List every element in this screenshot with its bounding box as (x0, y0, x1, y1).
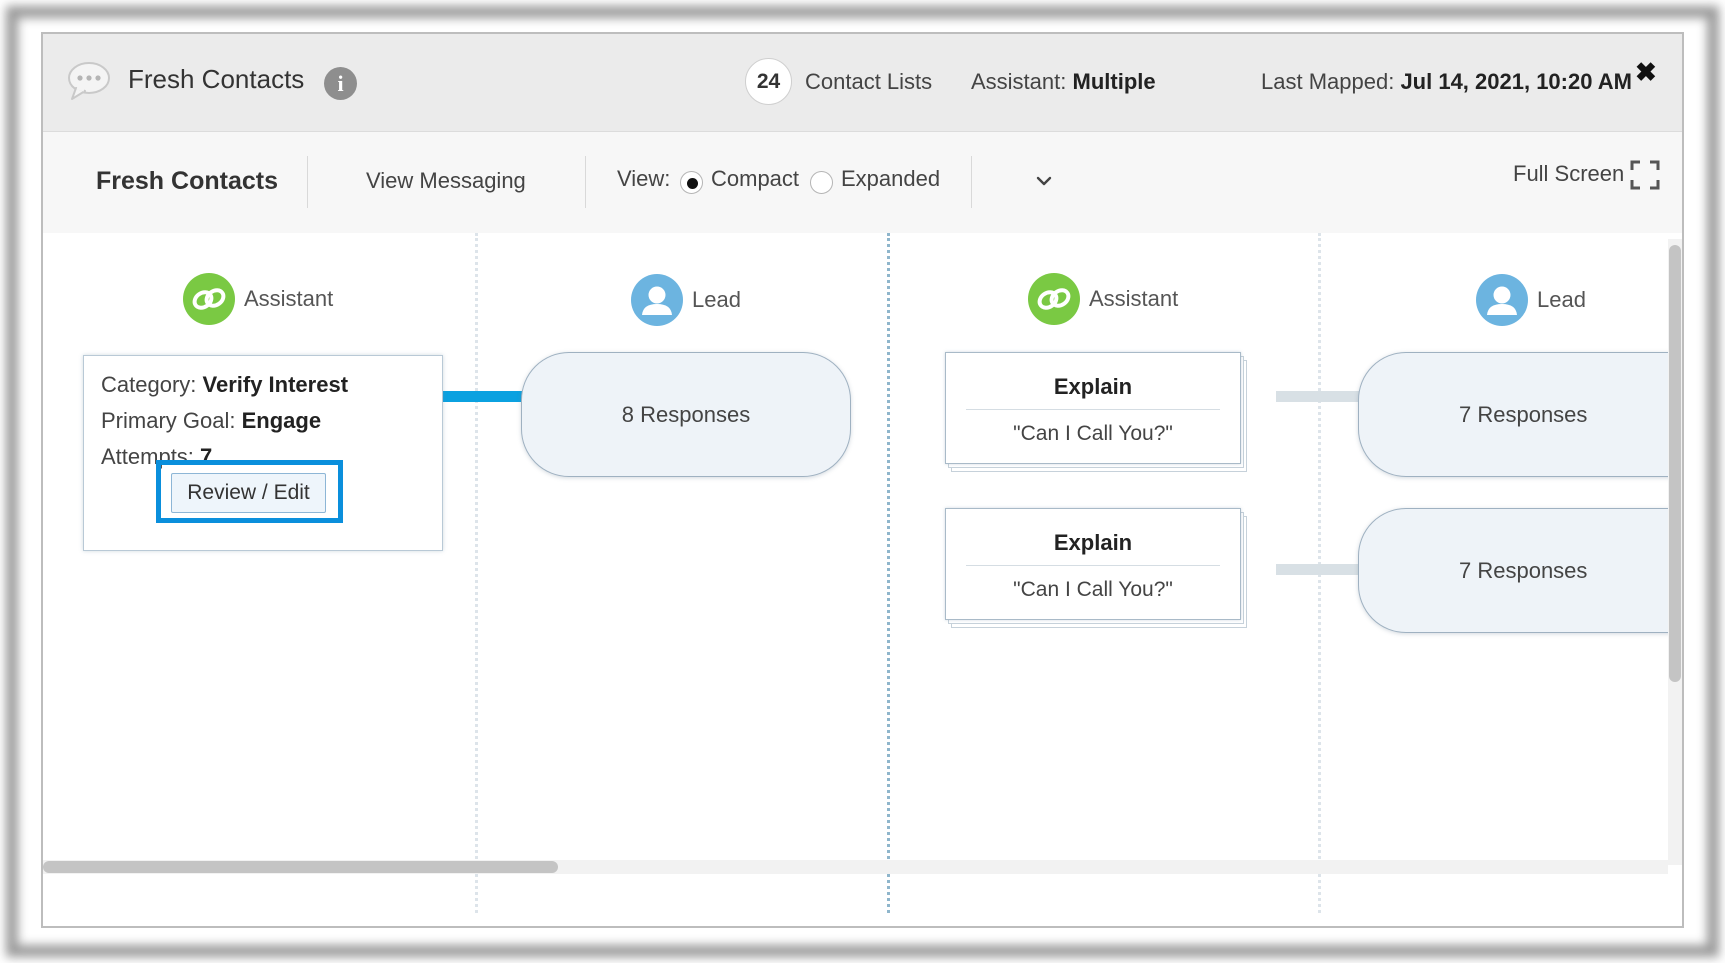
last-mapped-meta: Last Mapped: Jul 14, 2021, 10:20 AM (1261, 69, 1632, 95)
primary-goal-label: Primary Goal: (101, 408, 236, 433)
chevron-down-icon[interactable] (1033, 170, 1055, 192)
assistant-meta-value: Multiple (1072, 69, 1156, 94)
column-role-label: Lead (1537, 287, 1586, 312)
column-role-label: Assistant (244, 286, 334, 311)
assistant-meta-label: Assistant: (971, 69, 1067, 94)
primary-goal-line: Primary Goal: Engage (101, 408, 321, 434)
toolbar-divider (971, 156, 972, 208)
chat-bubble-icon (68, 62, 110, 100)
contact-lists-label[interactable]: Contact Lists (805, 69, 933, 94)
primary-goal-value: Engage (241, 408, 322, 433)
toolbar-divider (307, 156, 308, 208)
assistant-link-icon (183, 273, 235, 325)
message-quote: "Can I Call You?" (1013, 578, 1173, 601)
message-type-title: Explain (1053, 374, 1133, 399)
column-header-assistant: Assistant (183, 273, 333, 325)
review-edit-button[interactable]: Review / Edit (171, 473, 326, 513)
category-label: Category: (101, 372, 197, 397)
flow-canvas[interactable]: Assistant Lead Assistant L (43, 233, 1682, 926)
close-icon[interactable]: ✖ (1635, 57, 1657, 87)
message-type-title: Explain (1053, 530, 1133, 555)
expanded-radio[interactable] (810, 171, 833, 194)
fullscreen-icon[interactable] (1630, 160, 1660, 190)
full-screen-label[interactable]: Full Screen (1513, 161, 1625, 186)
column-divider (475, 233, 478, 913)
column-divider-active (887, 233, 890, 913)
view-label: View: (617, 166, 671, 191)
title-bar: Fresh Contacts i 24 Contact Lists Assist… (43, 34, 1682, 132)
column-header-lead: Lead (631, 274, 741, 326)
message-quote: "Can I Call You?" (1013, 422, 1173, 445)
info-icon[interactable]: i (324, 67, 357, 100)
lead-responses-pill[interactable]: 7 Responses (1358, 508, 1682, 633)
window-title: Fresh Contacts (128, 64, 305, 94)
flow-title: Fresh Contacts (96, 167, 278, 195)
column-role-label: Lead (692, 287, 741, 312)
horizontal-scrollbar-thumb[interactable] (43, 861, 558, 873)
category-value: Verify Interest (202, 372, 349, 397)
connector-line (1276, 564, 1376, 575)
expanded-radio-label[interactable]: Expanded (841, 166, 941, 191)
last-mapped-label: Last Mapped: (1261, 69, 1395, 94)
explain-message-card[interactable]: Explain "Can I Call You?" (945, 352, 1241, 464)
category-line: Category: Verify Interest (101, 372, 348, 398)
connector-line (1276, 391, 1376, 402)
review-edit-highlight: Review / Edit (156, 460, 343, 523)
assistant-meta: Assistant: Multiple (971, 69, 1156, 95)
assistant-link-icon (1028, 273, 1080, 325)
connector-line (443, 391, 543, 402)
contact-list-count-badge: 24 (745, 58, 792, 105)
view-messaging-link[interactable]: View Messaging (366, 168, 526, 193)
lead-user-icon (631, 274, 683, 326)
vertical-scrollbar-thumb[interactable] (1669, 245, 1681, 682)
explain-message-stack[interactable]: Explain "Can I Call You?" (945, 352, 1247, 472)
toolbar-divider (585, 156, 586, 208)
explain-message-stack[interactable]: Explain "Can I Call You?" (945, 508, 1247, 628)
lead-user-icon (1476, 274, 1528, 326)
lead-responses-pill[interactable]: 7 Responses (1358, 352, 1682, 477)
card-divider (966, 409, 1220, 410)
toolbar: Fresh Contacts View Messaging View: Comp… (43, 132, 1682, 233)
column-role-label: Assistant (1089, 286, 1179, 311)
last-mapped-value: Jul 14, 2021, 10:20 AM (1400, 69, 1632, 94)
compact-radio[interactable] (680, 171, 703, 194)
lead-responses-pill[interactable]: 8 Responses (521, 352, 851, 477)
flow-map-window: Fresh Contacts i 24 Contact Lists Assist… (41, 32, 1684, 928)
column-header-assistant: Assistant (1028, 273, 1178, 325)
card-divider (966, 565, 1220, 566)
message-card[interactable]: Category: Verify Interest Primary Goal: … (83, 355, 443, 551)
column-header-lead: Lead (1476, 274, 1586, 326)
compact-radio-label[interactable]: Compact (711, 166, 800, 191)
explain-message-card[interactable]: Explain "Can I Call You?" (945, 508, 1241, 620)
